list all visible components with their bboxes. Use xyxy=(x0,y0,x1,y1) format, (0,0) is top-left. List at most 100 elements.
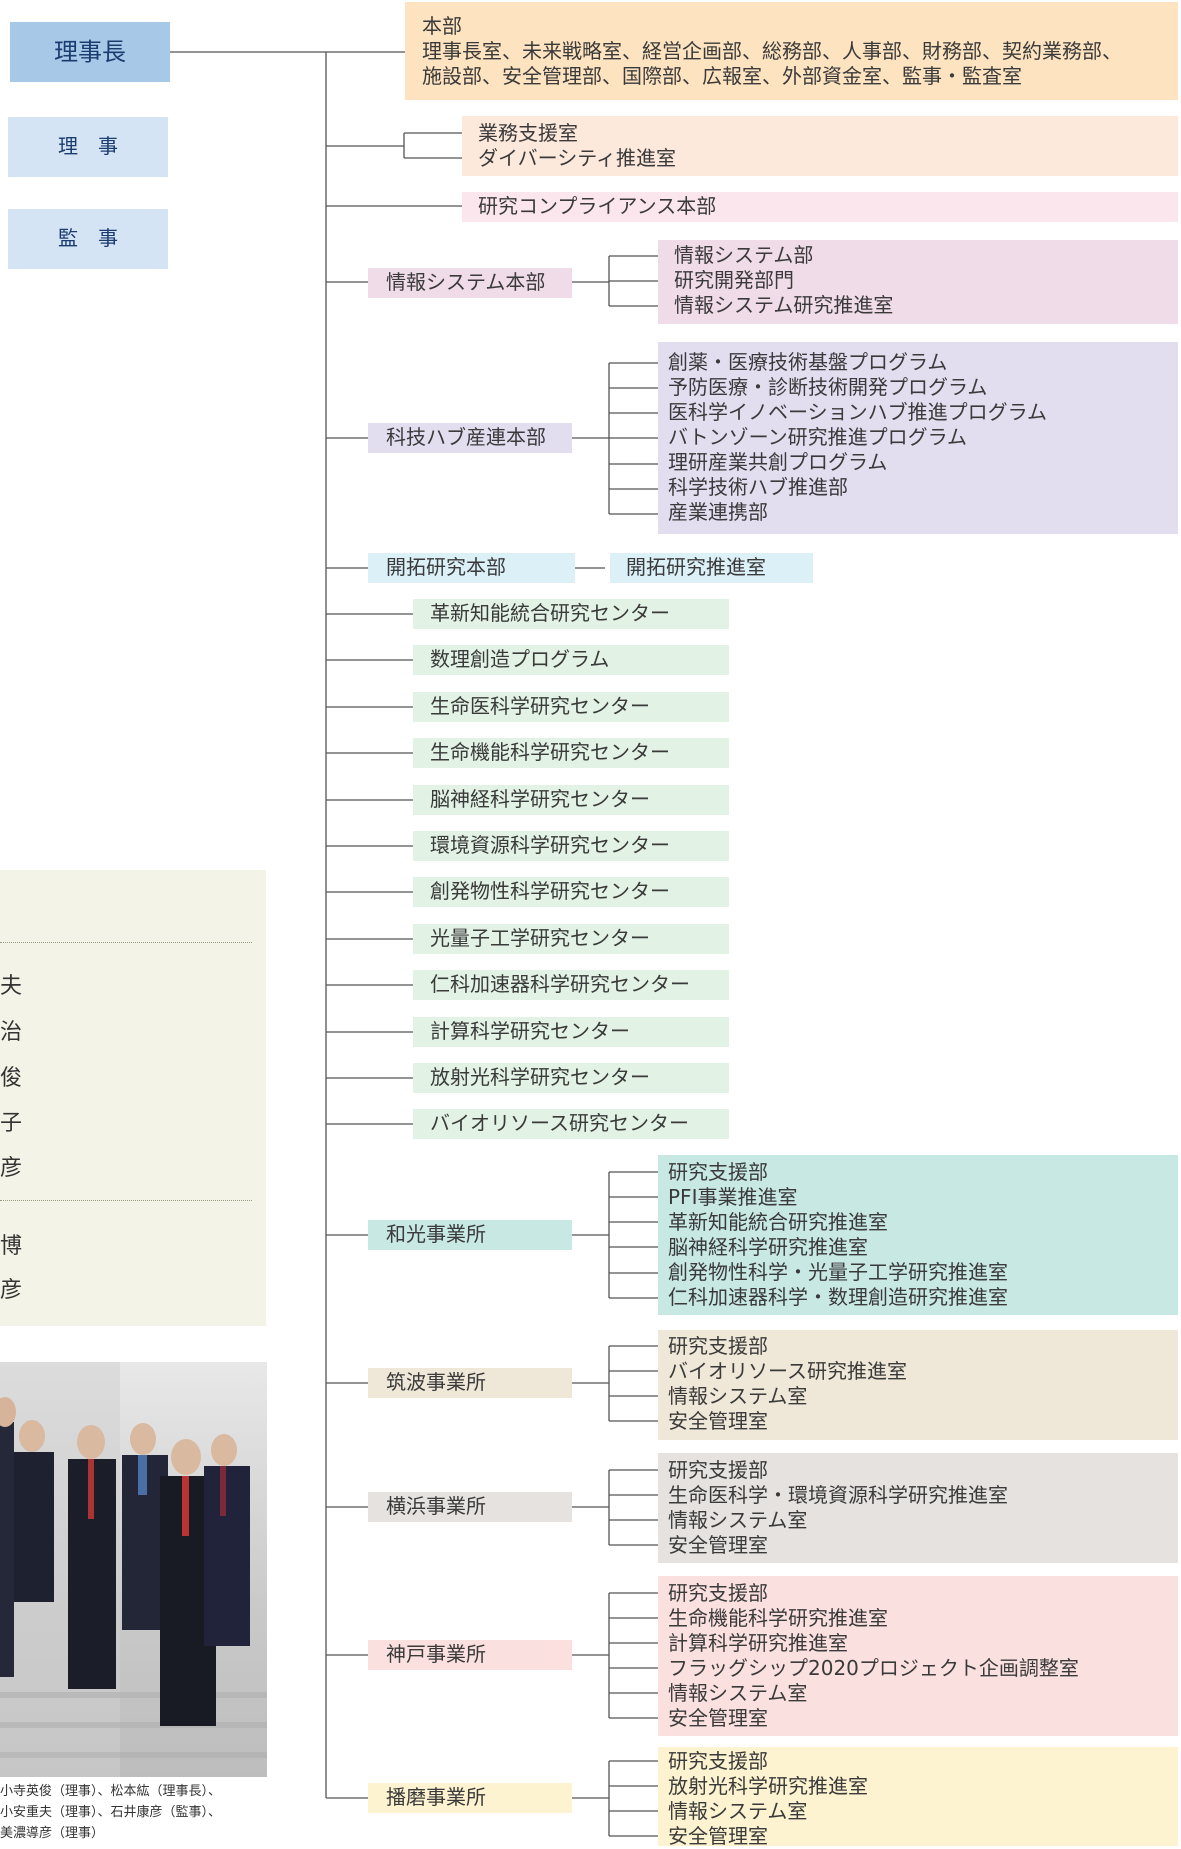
wako-children: 研究支援部 PFI事業推進室 革新知能統合研究推進室 脳神経科学研究推進室 創発… xyxy=(668,1160,1008,1310)
cluster-child: 理研産業共創プログラム xyxy=(668,450,888,474)
compliance-label: 研究コンプライアンス本部 xyxy=(478,194,717,218)
headquarters-text: 本部 理事長室、未来戦略室、経営企画部、総務部、人事部、財務部、契約業務部、 施… xyxy=(422,14,1122,89)
center-box xyxy=(413,692,729,722)
kobe-child: 安全管理室 xyxy=(668,1706,768,1730)
director-label: 理 事 xyxy=(58,134,118,158)
info-systems-hq-label: 情報システム本部 xyxy=(386,270,546,294)
center-label: 環境資源科学研究センター xyxy=(430,833,670,857)
president-label: 理事長 xyxy=(54,38,126,66)
support-office-item: ダイバーシティ推進室 xyxy=(478,146,676,170)
yokohama-branch-label: 横浜事業所 xyxy=(386,1494,486,1518)
executive-name-fragment: 彦 xyxy=(0,1278,23,1303)
cluster-child: 産業連携部 xyxy=(668,500,768,524)
center-label: 創発物性科学研究センター xyxy=(430,879,670,903)
support-offices-box xyxy=(462,116,1178,176)
pioneering-child-box xyxy=(610,553,813,583)
harima-children: 研究支援部 放射光科学研究推進室 情報システム室 安全管理室 xyxy=(668,1749,868,1849)
wako-child: 革新知能統合研究推進室 xyxy=(668,1210,888,1234)
auditor-label: 監 事 xyxy=(58,226,118,250)
headquarters-line2: 施設部、安全管理部、国際部、広報室、外部資金室、監事・監査室 xyxy=(422,64,1022,88)
harima-children-box xyxy=(658,1747,1178,1846)
center-label: 仁科加速器科学研究センター xyxy=(430,972,690,996)
center-box xyxy=(413,1063,729,1093)
info-systems-children: 情報システム部 研究開発部門 情報システム研究推進室 xyxy=(674,243,893,318)
panel-divider xyxy=(0,1200,252,1201)
director-box xyxy=(8,117,168,177)
cluster-children: 創薬・医療技術基盤プログラム 予防医療・診断技術開発プログラム 医科学イノベーシ… xyxy=(668,350,1047,525)
tsukuba-child: 安全管理室 xyxy=(668,1409,768,1433)
wako-children-box xyxy=(658,1155,1178,1315)
photo-caption-line3: 美濃導彦（理事） xyxy=(0,1826,105,1841)
kobe-child: 生命機能科学研究推進室 xyxy=(668,1606,888,1630)
cluster-child: バトンゾーン研究推進プログラム xyxy=(668,425,967,449)
panel-divider xyxy=(0,942,252,943)
cluster-hq-box xyxy=(368,423,572,453)
center-label: 生命医科学研究センター xyxy=(430,694,650,718)
executive-list-panel xyxy=(0,870,266,1326)
center-label: 光量子工学研究センター xyxy=(430,926,650,950)
pioneering-hq-box xyxy=(368,553,575,583)
harima-child: 研究支援部 xyxy=(668,1749,768,1773)
kobe-child: フラッグシップ2020プロジェクト企画調整室 xyxy=(668,1656,1079,1680)
yokohama-branch-box xyxy=(368,1492,572,1522)
harima-branch-label: 播磨事業所 xyxy=(386,1785,486,1809)
center-label: 革新知能統合研究センター xyxy=(430,601,670,625)
president-box xyxy=(10,22,170,82)
pioneering-child-label: 開拓研究推進室 xyxy=(626,555,766,579)
harima-branch-box xyxy=(368,1783,572,1813)
center-box xyxy=(413,1017,729,1047)
headquarters-title: 本部 xyxy=(422,14,462,38)
executive-name-fragment: 彦 xyxy=(0,1156,23,1181)
headquarters-box xyxy=(405,2,1178,100)
headquarters-line1: 理事長室、未来戦略室、経営企画部、総務部、人事部、財務部、契約業務部、 xyxy=(422,39,1122,63)
cluster-child: 予防医療・診断技術開発プログラム xyxy=(668,375,988,399)
executive-name-fragment: 子 xyxy=(0,1111,23,1136)
wako-child: 仁科加速器科学・数理創造研究推進室 xyxy=(668,1285,1008,1309)
yokohama-child: 研究支援部 xyxy=(668,1458,768,1482)
kobe-child: 研究支援部 xyxy=(668,1581,768,1605)
center-box xyxy=(413,785,729,815)
wako-child: 脳神経科学研究推進室 xyxy=(668,1235,868,1259)
wako-branch-box xyxy=(368,1220,572,1250)
compliance-box xyxy=(462,192,1178,222)
wako-child: PFI事業推進室 xyxy=(668,1185,798,1209)
tsukuba-child: バイオリソース研究推進室 xyxy=(668,1359,907,1383)
wako-branch-label: 和光事業所 xyxy=(386,1222,486,1246)
info-systems-children-box xyxy=(658,240,1178,324)
cluster-hq-label: 科技ハブ産連本部 xyxy=(386,425,546,449)
tsukuba-children-box xyxy=(658,1330,1178,1440)
kobe-child: 情報システム室 xyxy=(668,1681,808,1705)
center-box xyxy=(413,738,729,768)
cluster-child: 医科学イノベーションハブ推進プログラム xyxy=(668,400,1047,424)
cluster-child: 科学技術ハブ推進部 xyxy=(668,475,848,499)
harima-child: 情報システム室 xyxy=(668,1799,808,1823)
center-box xyxy=(413,831,729,861)
center-box xyxy=(413,645,729,675)
info-systems-child: 情報システム部 xyxy=(674,243,814,267)
kobe-branch-box xyxy=(368,1640,572,1670)
cluster-children-box xyxy=(658,342,1178,534)
pioneering-hq-label: 開拓研究本部 xyxy=(386,555,506,579)
kobe-child: 計算科学研究推進室 xyxy=(668,1631,848,1655)
tsukuba-branch-label: 筑波事業所 xyxy=(386,1370,486,1394)
kobe-children: 研究支援部 生命機能科学研究推進室 計算科学研究推進室 フラッグシップ2020プ… xyxy=(668,1581,1079,1731)
photo-caption-line2: 小安重夫（理事）、石井康彦（監事）、 xyxy=(0,1805,222,1820)
support-offices-list: 業務支援室 ダイバーシティ推進室 xyxy=(478,121,676,171)
center-box xyxy=(413,877,729,907)
support-office-item: 業務支援室 xyxy=(478,121,578,145)
center-label: 数理創造プログラム xyxy=(430,647,610,671)
center-label: 生命機能科学研究センター xyxy=(430,740,670,764)
auditor-box xyxy=(8,209,168,269)
yokohama-children: 研究支援部 生命医科学・環境資源科学研究推進室 情報システム室 安全管理室 xyxy=(668,1458,1008,1558)
yokohama-child: 情報システム室 xyxy=(668,1508,808,1532)
tsukuba-child: 情報システム室 xyxy=(668,1384,808,1408)
tsukuba-branch-box xyxy=(368,1368,572,1398)
center-label: 脳神経科学研究センター xyxy=(430,787,650,811)
executives-photo xyxy=(0,1362,267,1777)
cluster-child: 創薬・医療技術基盤プログラム xyxy=(668,350,948,374)
yokohama-child: 安全管理室 xyxy=(668,1533,768,1557)
tsukuba-children: 研究支援部 バイオリソース研究推進室 情報システム室 安全管理室 xyxy=(668,1334,907,1434)
wako-child: 研究支援部 xyxy=(668,1160,768,1184)
yokohama-children-box xyxy=(658,1453,1178,1563)
